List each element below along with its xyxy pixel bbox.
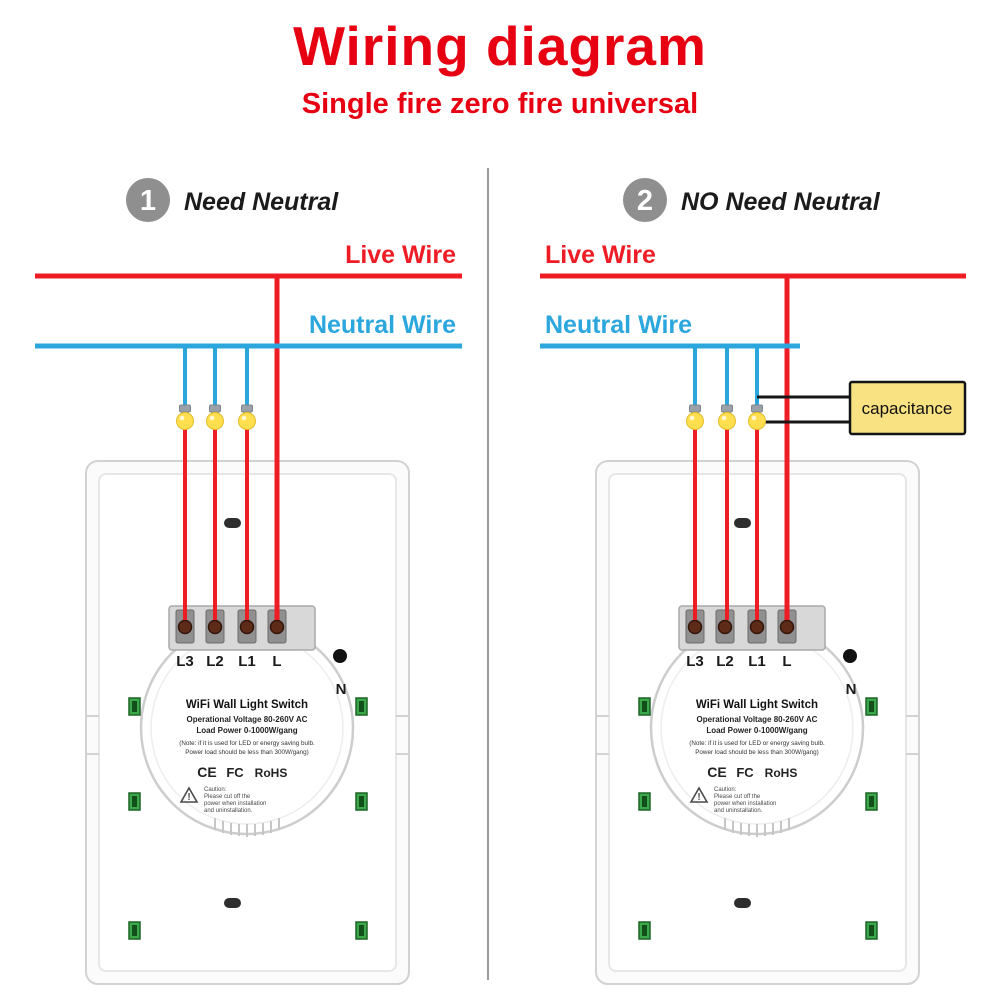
bulb-icon [718, 404, 736, 430]
capacitor-wires [757, 395, 852, 424]
device-name: WiFi Wall Light Switch [186, 699, 308, 711]
caution-line-3: and uninstallation. [714, 808, 763, 814]
live-wire-label: Live Wire [545, 241, 656, 269]
device-spec-voltage: Operational Voltage 80-260V AC [697, 715, 818, 724]
step-2-number: 2 [637, 185, 653, 217]
terminal-label-l1: L1 [238, 653, 256, 670]
device-text-left: L3 L2 L1 L N WiFi Wall Light Switch Oper… [176, 653, 346, 814]
device-name: WiFi Wall Light Switch [696, 699, 818, 711]
terminal-label-l1: L1 [748, 653, 766, 670]
terminal-label-l: L [272, 653, 281, 670]
ce-mark: CE [707, 764, 726, 780]
caution-line-1: Please cut off the [204, 794, 251, 800]
right-panel: 2 NO Need Neutral Live Wire Neutral Wire [540, 178, 967, 986]
step-1-number: 1 [140, 185, 156, 217]
neutral-wire-label: Neutral Wire [309, 311, 456, 339]
terminal-label-l: L [782, 653, 791, 670]
bulb-icon [686, 404, 704, 430]
terminal-label-l2: L2 [206, 653, 224, 670]
device-note-1: (Note: if it is used for LED or energy s… [689, 740, 825, 747]
terminal-label-l2: L2 [716, 653, 734, 670]
lamp-return-wires [693, 423, 759, 620]
ce-mark: CE [197, 764, 216, 780]
left-heading: Need Neutral [184, 188, 339, 216]
step-2-badge [623, 178, 667, 222]
right-wiring [540, 273, 966, 620]
caution-line-2: power when installation [714, 801, 776, 807]
neutral-drop-wires [693, 346, 759, 405]
device-note-2: Power load should be less than 300W/gang… [185, 749, 309, 756]
caution-line-1: Please cut off the [714, 794, 761, 800]
bulb-icon [238, 404, 256, 430]
warning-exclamation: ! [187, 792, 190, 803]
device-spec-voltage: Operational Voltage 80-260V AC [187, 715, 308, 724]
fcc-mark: FC [226, 765, 244, 780]
caution-title: Caution: [714, 787, 737, 793]
lamp-return-wires [183, 423, 249, 620]
neutral-wire-label: Neutral Wire [545, 311, 692, 339]
bulb-icon [176, 404, 194, 430]
capacitor-label: capacitance [862, 399, 953, 418]
live-wire-label: Live Wire [345, 241, 456, 269]
caution-line-2: power when installation [204, 801, 266, 807]
neutral-drop-wires [183, 346, 249, 405]
bulb-icon [748, 404, 766, 430]
left-wiring [35, 273, 462, 620]
rohs-mark: RoHS [765, 766, 798, 780]
caution-line-3: and uninstallation. [204, 808, 253, 814]
rohs-mark: RoHS [255, 766, 288, 780]
device-text-right: L3 L2 L1 L N WiFi Wall Light Switch Oper… [686, 653, 856, 814]
device-note-1: (Note: if it is used for LED or energy s… [179, 740, 315, 747]
capacitor-box [848, 380, 967, 436]
right-heading: NO Need Neutral [681, 188, 881, 216]
terminal-label-n: N [846, 681, 857, 698]
caution-title: Caution: [204, 787, 227, 793]
fcc-mark: FC [736, 765, 754, 780]
page-title: Wiring diagram [293, 15, 707, 77]
terminal-label-n: N [336, 681, 347, 698]
terminal-label-l3: L3 [686, 653, 704, 670]
page-subtitle: Single fire zero fire universal [301, 88, 699, 120]
warning-exclamation: ! [697, 792, 700, 803]
terminal-label-l3: L3 [176, 653, 194, 670]
device-spec-power: Load Power 0-1000W/gang [706, 726, 807, 735]
bulb-icon [206, 404, 224, 430]
panel-divider [487, 168, 489, 980]
left-panel: 1 Need Neutral Live Wire Neutral Wire L3… [35, 178, 462, 986]
device-spec-power: Load Power 0-1000W/gang [196, 726, 297, 735]
step-1-badge [126, 178, 170, 222]
device-note-2: Power load should be less than 300W/gang… [695, 749, 819, 756]
